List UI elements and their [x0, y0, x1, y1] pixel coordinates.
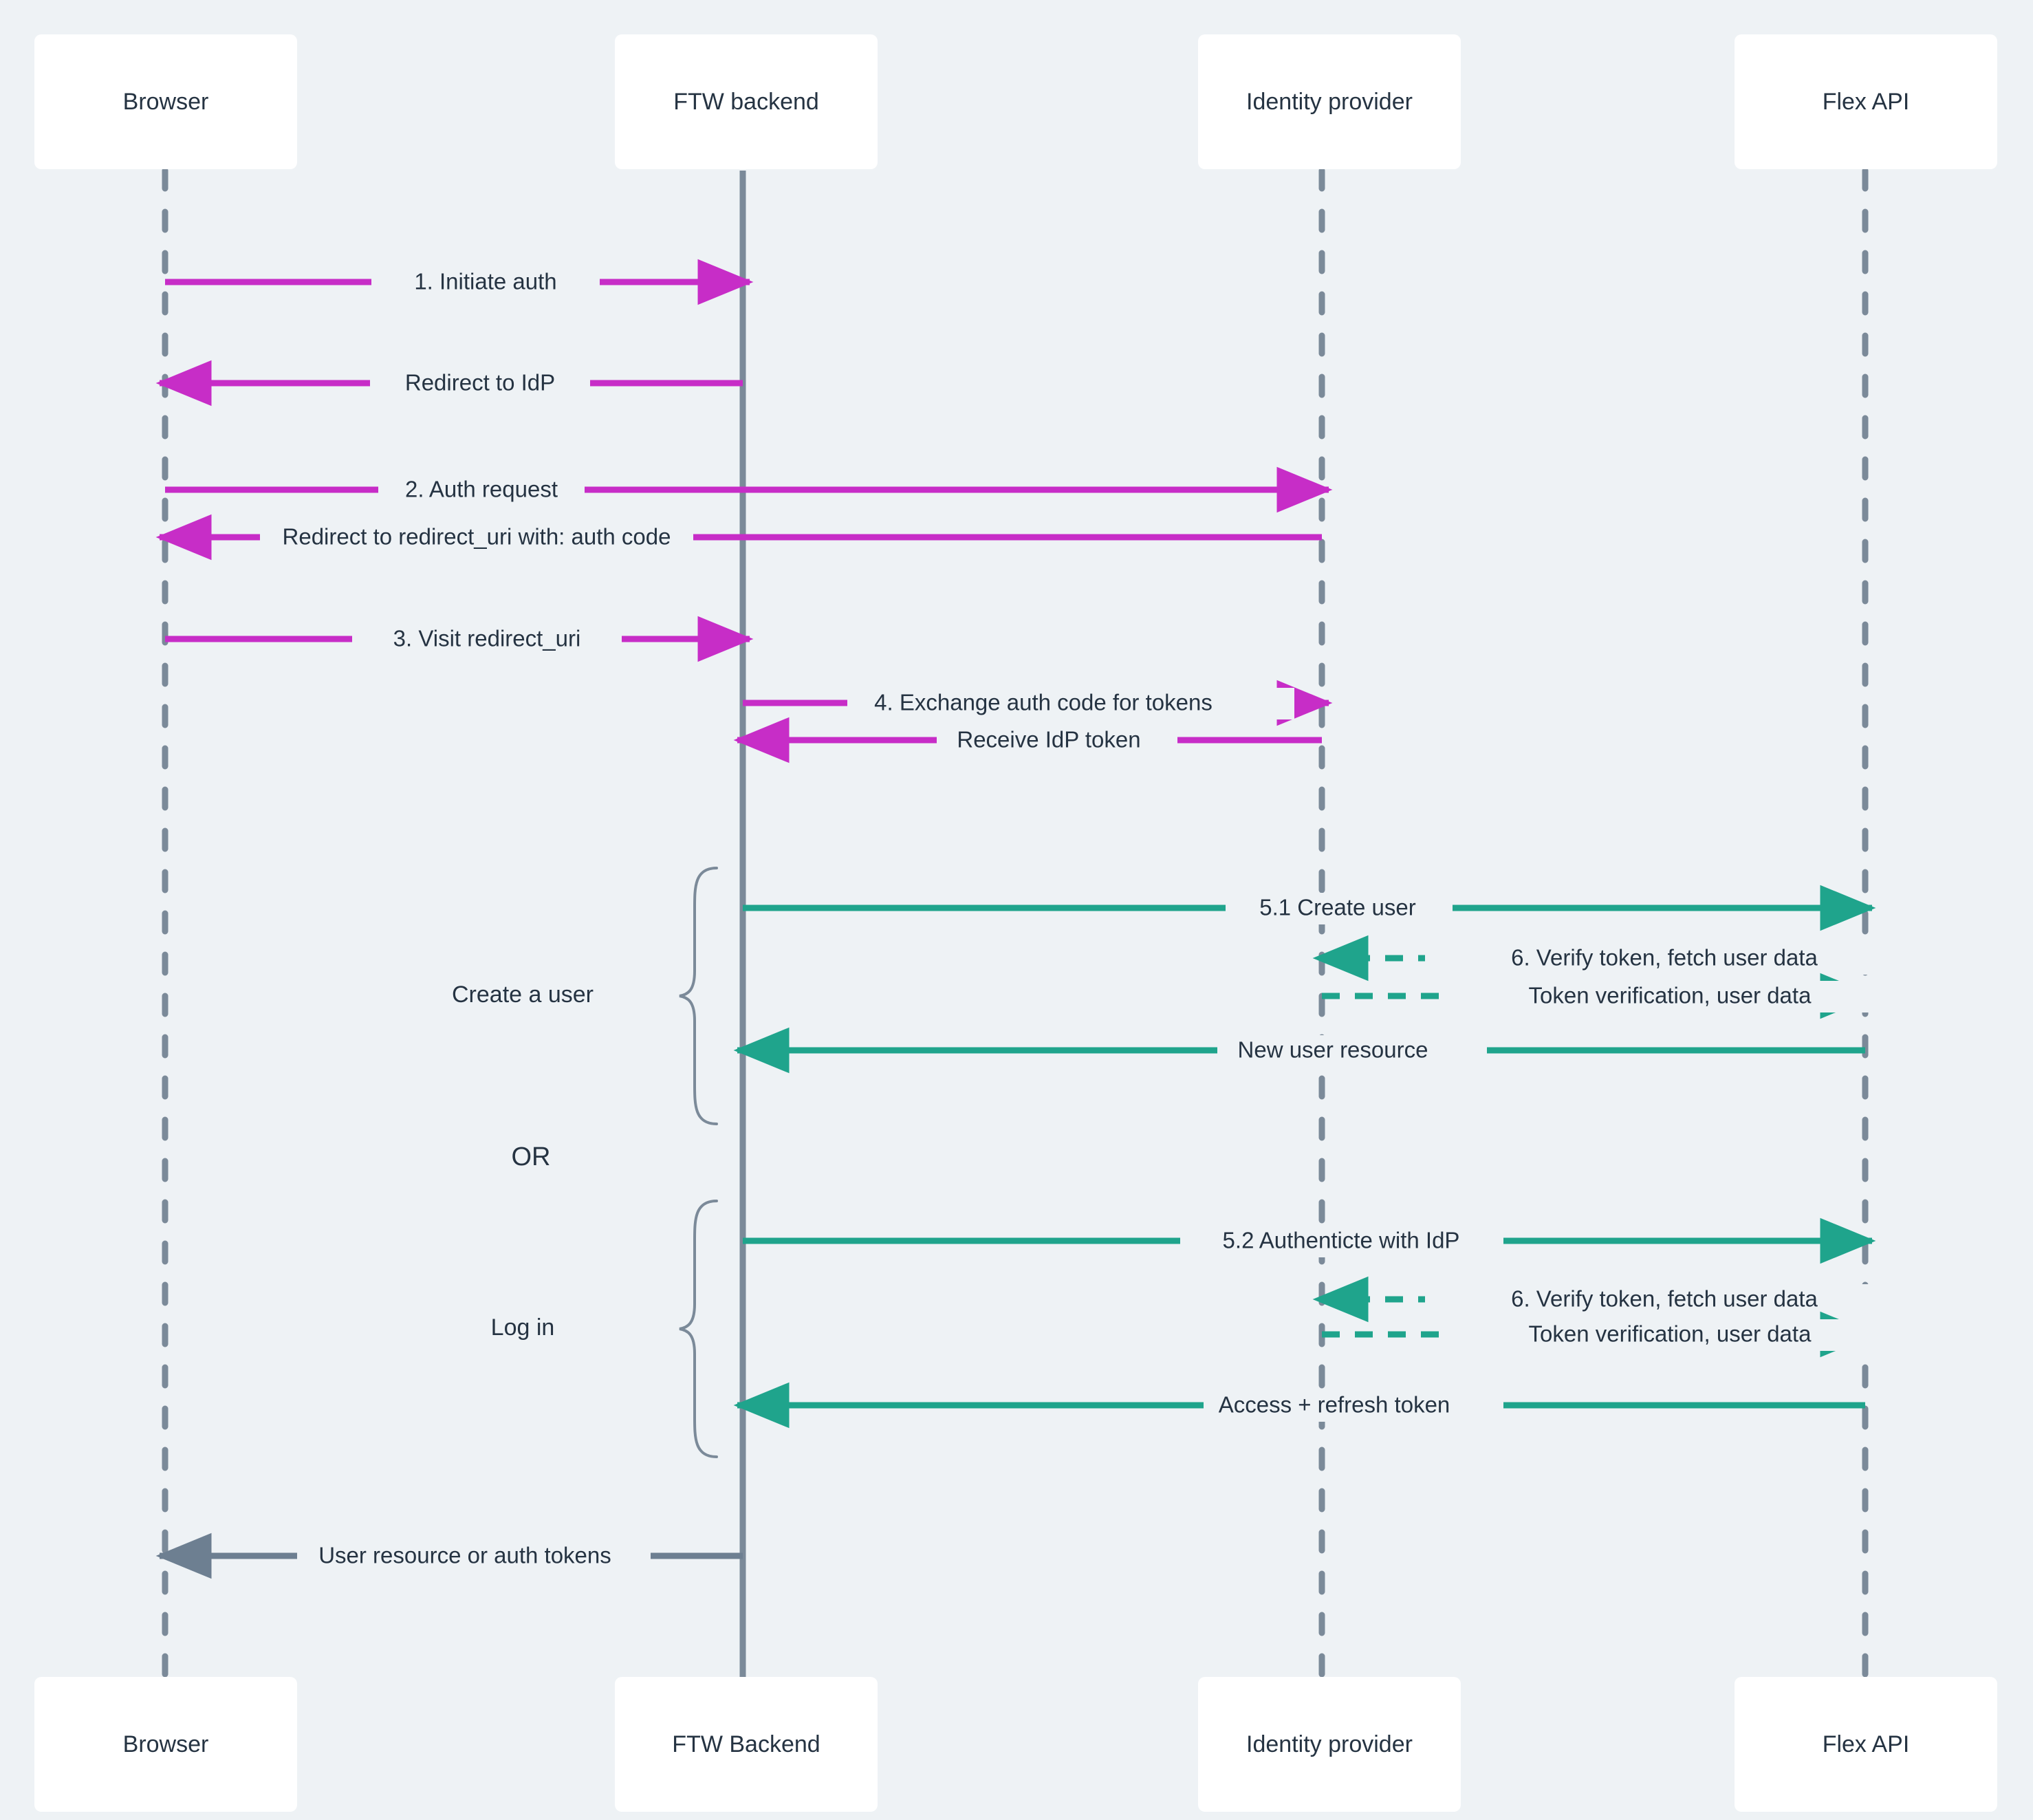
message-new-user-resource-label: New user resource: [1238, 1037, 1428, 1063]
or-separator: OR: [512, 1142, 551, 1171]
message-redirect-with-auth-code[interactable]: Redirect to redirect_uri with: auth code: [155, 514, 1322, 561]
message-receive-idp-token[interactable]: Receive IdP token: [733, 717, 1322, 763]
message-visit-redirect-uri-label: 3. Visit redirect_uri: [393, 626, 581, 651]
message-exchange-auth-code[interactable]: 4. Exchange auth code for tokens: [743, 680, 1333, 726]
actor-footer-identity-provider[interactable]: Identity provider: [1198, 1677, 1461, 1812]
message-redirect-to-idp[interactable]: Redirect to IdP: [155, 360, 743, 407]
message-token-verification-2-label: Token verification, user data: [1529, 1321, 1812, 1347]
message-verify-token-2-label: 6. Verify token, fetch user data: [1511, 1286, 1818, 1312]
message-redirect-to-idp-label: Redirect to IdP: [405, 370, 555, 396]
message-token-verification-2[interactable]: Token verification, user data: [1322, 1311, 1898, 1358]
message-user-resource-or-auth-tokens[interactable]: User resource or auth tokens: [155, 1532, 743, 1579]
message-redirect-with-auth-code-label: Redirect to redirect_uri with: auth code: [283, 524, 671, 550]
actor-header-identity-provider-label: Identity provider: [1246, 89, 1413, 115]
message-new-user-resource[interactable]: New user resource: [733, 1027, 1865, 1074]
actor-footer-flex-api-label: Flex API: [1823, 1731, 1910, 1757]
group-log-in: Log in: [491, 1200, 718, 1458]
message-token-verification-1[interactable]: Token verification, user data: [1322, 973, 1898, 1019]
actor-header-flex-api-label: Flex API: [1823, 89, 1910, 115]
actor-footer-ftw-backend-label: FTW Backend: [672, 1731, 820, 1757]
actor-header-identity-provider[interactable]: Identity provider: [1198, 34, 1461, 169]
message-visit-redirect-uri[interactable]: 3. Visit redirect_uri: [165, 616, 754, 662]
group-create-a-user: Create a user: [452, 867, 718, 1125]
group-log-in-brace: [679, 1200, 718, 1458]
actor-footer-flex-api[interactable]: Flex API: [1735, 1677, 1997, 1812]
message-access-refresh-token-label: Access + refresh token: [1219, 1392, 1450, 1418]
actor-header-ftw-backend[interactable]: FTW backend: [615, 34, 878, 169]
message-verify-token-2[interactable]: 6. Verify token, fetch user data: [1312, 1276, 1906, 1323]
message-auth-request-label: 2. Auth request: [405, 477, 558, 502]
actor-header-flex-api[interactable]: Flex API: [1735, 34, 1997, 169]
actor-header-ftw-backend-label: FTW backend: [673, 89, 819, 115]
message-verify-token-1[interactable]: 6. Verify token, fetch user data: [1312, 935, 1906, 982]
actor-header-browser[interactable]: Browser: [34, 34, 297, 169]
message-exchange-auth-code-label: 4. Exchange auth code for tokens: [874, 690, 1213, 715]
message-create-user-label: 5.1 Create user: [1259, 895, 1415, 920]
message-access-refresh-token[interactable]: Access + refresh token: [733, 1382, 1865, 1429]
message-receive-idp-token-label: Receive IdP token: [957, 727, 1140, 752]
message-create-user[interactable]: 5.1 Create user: [743, 885, 1876, 931]
message-auth-request[interactable]: 2. Auth request: [165, 466, 1333, 513]
or-separator-label: OR: [512, 1142, 551, 1171]
actor-footer-browser[interactable]: Browser: [34, 1677, 297, 1812]
message-authenticate-with-idp-label: 5.2 Authenticte with IdP: [1223, 1228, 1460, 1253]
group-create-a-user-label: Create a user: [452, 982, 594, 1008]
message-initiate-auth-label: 1. Initiate auth: [414, 269, 556, 294]
actor-header-browser-label: Browser: [123, 89, 209, 115]
message-initiate-auth[interactable]: 1. Initiate auth: [165, 259, 754, 305]
message-token-verification-1-label: Token verification, user data: [1529, 983, 1812, 1008]
message-verify-token-1-label: 6. Verify token, fetch user data: [1511, 945, 1818, 971]
actor-footer-ftw-backend[interactable]: FTW Backend: [615, 1677, 878, 1812]
group-log-in-label: Log in: [491, 1314, 555, 1341]
actor-footer-identity-provider-label: Identity provider: [1246, 1731, 1413, 1757]
message-authenticate-with-idp[interactable]: 5.2 Authenticte with IdP: [743, 1217, 1876, 1264]
message-user-resource-or-auth-tokens-label: User resource or auth tokens: [318, 1543, 611, 1568]
group-create-a-user-brace: [679, 867, 718, 1125]
actor-footer-browser-label: Browser: [123, 1731, 209, 1757]
